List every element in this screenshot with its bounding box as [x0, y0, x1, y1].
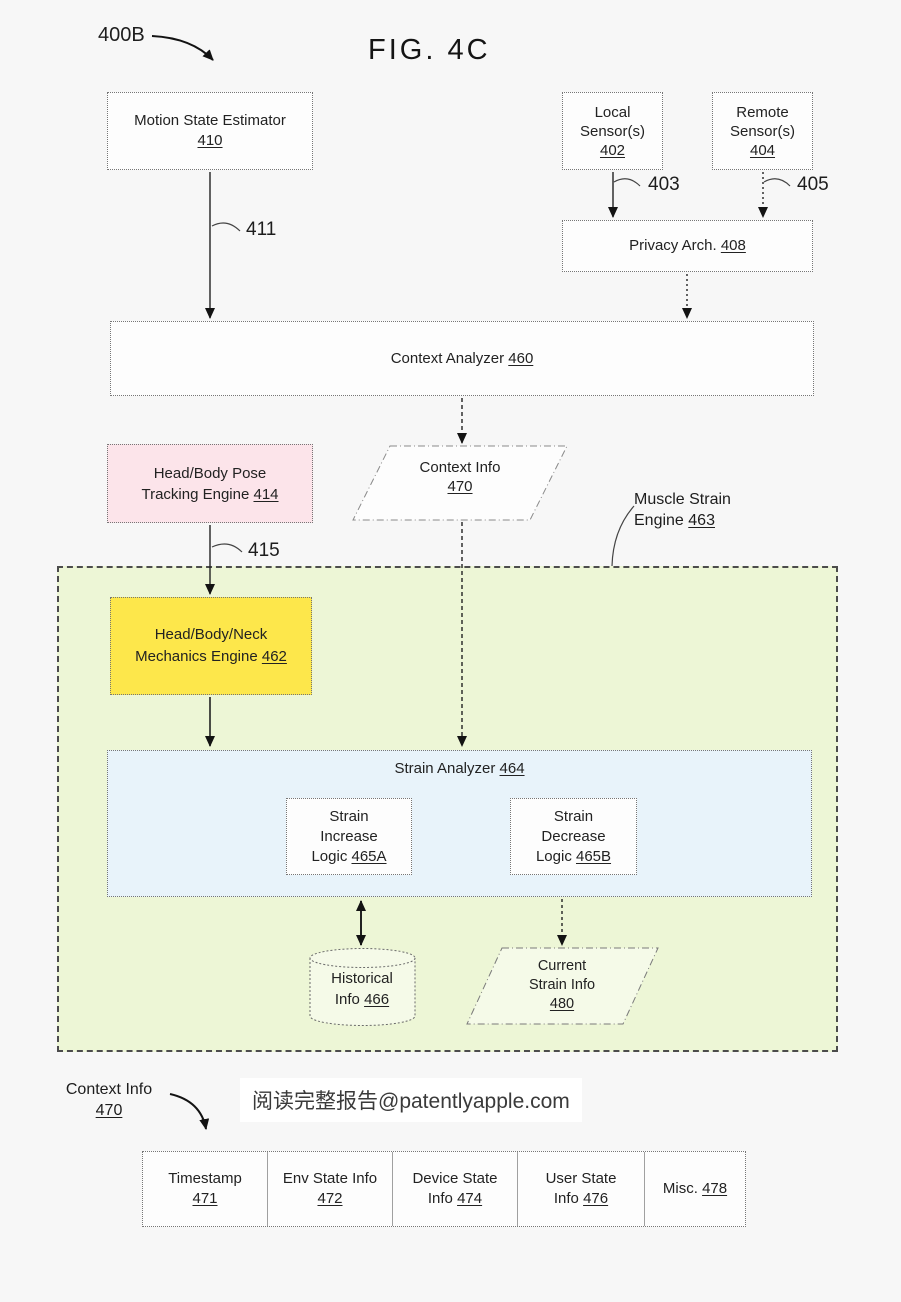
- muscle-strain-engine-label: Muscle Strain Engine 463: [634, 489, 731, 531]
- figure-tag-arrow: [151, 35, 214, 61]
- privacy-arch-box: Privacy Arch. 408: [562, 220, 813, 272]
- table-cell-misc: Misc. 478: [645, 1152, 745, 1226]
- table-cell-env-state: Env State Info 472: [268, 1152, 393, 1226]
- label-line: Engine 463: [634, 512, 715, 529]
- head-body-pose-tracking-box: Head/Body Pose Tracking Engine 414: [107, 444, 313, 523]
- box-label: Remote: [736, 103, 789, 121]
- box-label: Head/Body Pose: [153, 464, 267, 482]
- cell-label: Env State Info: [282, 1170, 378, 1187]
- edge-label-411: 411: [246, 219, 277, 240]
- cell-label: Info 474: [427, 1190, 483, 1207]
- historical-info-label: Historical Info 466: [312, 968, 412, 1010]
- label-line: Current: [537, 958, 587, 974]
- local-sensors-box: Local Sensor(s) 402: [562, 92, 663, 170]
- box-label: Local: [594, 103, 631, 121]
- edge-label-403: 403: [648, 174, 680, 195]
- cell-label: Timestamp: [168, 1170, 242, 1187]
- cell-ref: 471: [192, 1190, 218, 1207]
- table-cell-timestamp: Timestamp 471: [143, 1152, 268, 1226]
- box-label: Decrease: [541, 827, 606, 845]
- leader-411: [211, 222, 241, 232]
- strain-decrease-logic-box: Strain Decrease Logic 465B: [510, 798, 637, 875]
- context-analyzer-box: Context Analyzer 460: [110, 321, 814, 396]
- cell-label: User State: [545, 1170, 617, 1187]
- box-label: Mechanics Engine 462: [135, 648, 287, 665]
- box-label: Head/Body/Neck: [154, 626, 268, 643]
- leader-403: [613, 178, 641, 187]
- watermark-text: 阅读完整报告@patentlyapple.com: [240, 1078, 582, 1122]
- strain-analyzer-box: Strain Analyzer 464: [107, 750, 812, 897]
- label-ref: 470: [447, 478, 473, 495]
- box-label: Context Analyzer 460: [390, 349, 534, 367]
- context-info-table: Timestamp 471 Env State Info 472 Device …: [142, 1151, 746, 1227]
- context-info-legend: Context Info 470: [50, 1079, 168, 1121]
- current-strain-info-label: Current Strain Info 480: [482, 957, 642, 1014]
- cell-label: Misc. 478: [662, 1180, 728, 1197]
- box-label: Tracking Engine 414: [141, 485, 279, 503]
- head-body-neck-mechanics-box: Head/Body/Neck Mechanics Engine 462: [110, 597, 312, 695]
- leader-415: [211, 543, 243, 553]
- box-label: Strain: [553, 807, 594, 825]
- label-line: Context Info: [419, 459, 501, 476]
- strain-increase-logic-box: Strain Increase Logic 465A: [286, 798, 412, 875]
- label-ref: 480: [549, 996, 575, 1012]
- label-line: Strain Info: [528, 977, 596, 993]
- leader-muscle-strain-engine: [611, 505, 635, 567]
- cell-ref: 472: [317, 1190, 343, 1207]
- edge-label-415: 415: [248, 540, 280, 561]
- box-label: Logic 465A: [311, 847, 387, 865]
- box-label: Strain: [329, 807, 369, 825]
- box-ref: 410: [197, 132, 223, 149]
- label-line: Context Info: [65, 1081, 153, 1098]
- table-cell-device-state: Device State Info 474: [393, 1152, 518, 1226]
- box-label: Motion State Estimator: [134, 112, 286, 129]
- box-label: Increase: [320, 827, 378, 845]
- label-line: Muscle Strain: [634, 491, 731, 508]
- figure-tag: 400B: [98, 24, 145, 46]
- leader-405: [763, 178, 791, 187]
- box-ref: 402: [599, 141, 626, 159]
- edge-label-405: 405: [797, 174, 829, 195]
- cell-label: Device State: [412, 1170, 498, 1187]
- label-ref: 470: [95, 1102, 123, 1119]
- motion-state-estimator-box: Motion State Estimator 410: [107, 92, 313, 170]
- box-label: Strain Analyzer 464: [394, 760, 525, 777]
- cell-label: Info 476: [553, 1190, 609, 1207]
- box-label: Sensor(s): [579, 122, 646, 140]
- context-info-label: Context Info 470: [380, 458, 540, 496]
- box-ref: 404: [749, 141, 776, 159]
- remote-sensors-box: Remote Sensor(s) 404: [712, 92, 813, 170]
- figure-title: FIG. 4C: [368, 34, 491, 66]
- box-label: Sensor(s): [729, 122, 796, 140]
- table-cell-user-state: User State Info 476: [518, 1152, 645, 1226]
- label-line: Historical: [331, 970, 393, 987]
- legend-470-arrow: [169, 1093, 210, 1130]
- box-label: Privacy Arch. 408: [629, 237, 746, 254]
- box-label: Logic 465B: [535, 847, 612, 865]
- label-line: Info 466: [334, 991, 390, 1008]
